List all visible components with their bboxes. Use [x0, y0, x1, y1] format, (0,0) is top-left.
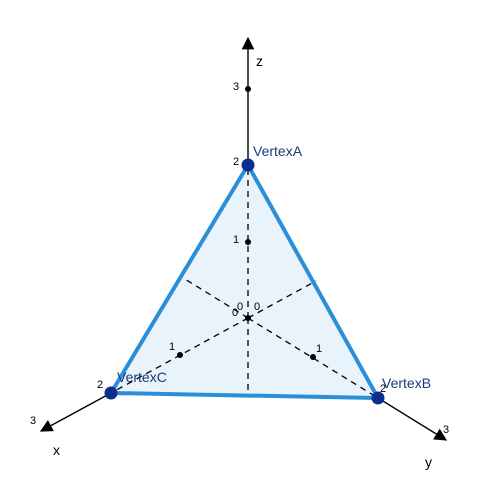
z-axis-name: z: [256, 53, 263, 69]
y-tick-label-2: 2: [380, 383, 386, 395]
vertex-b-point: [371, 391, 385, 405]
origin-point: [245, 315, 251, 321]
z-tick-3: [245, 86, 251, 92]
y-axis-hidden-segment: [247, 317, 379, 399]
y-axis-line: [377, 397, 448, 441]
origin-label-z: 0: [254, 301, 260, 313]
y-tick-1: [310, 354, 316, 360]
origin-label-x: 0: [232, 307, 238, 319]
y-axis-negative-segment: [179, 275, 249, 319]
z-tick-label-1: 1: [233, 234, 239, 246]
origin-label-y: 0: [237, 301, 243, 313]
vertex-a-point: [241, 158, 255, 172]
x-axis-negative-segment: [247, 280, 317, 319]
triangle-face: [111, 165, 378, 398]
x-tick-1: [177, 352, 183, 358]
x-tick-label-1: 1: [169, 341, 175, 353]
y-tick-label-3: 3: [443, 424, 449, 436]
x-axis-line: [39, 392, 112, 432]
z-tick-label-3: 3: [233, 81, 239, 93]
y-tick-label-1: 1: [316, 343, 322, 355]
x-tick-label-2: 2: [97, 379, 103, 391]
triangle-outline: [109, 163, 380, 400]
vertex-b-label: VertexB: [382, 375, 431, 391]
vertex-c-point: [104, 386, 118, 400]
z-tick-1: [245, 239, 251, 245]
vertex-a-label: VertexA: [253, 143, 303, 159]
z-tick-label-2: 2: [233, 156, 239, 168]
x-axis-name: x: [53, 442, 60, 458]
x-tick-label-3: 3: [30, 415, 36, 427]
vertex-c-label: VertexC: [117, 369, 167, 385]
y-axis-name: y: [425, 454, 432, 470]
